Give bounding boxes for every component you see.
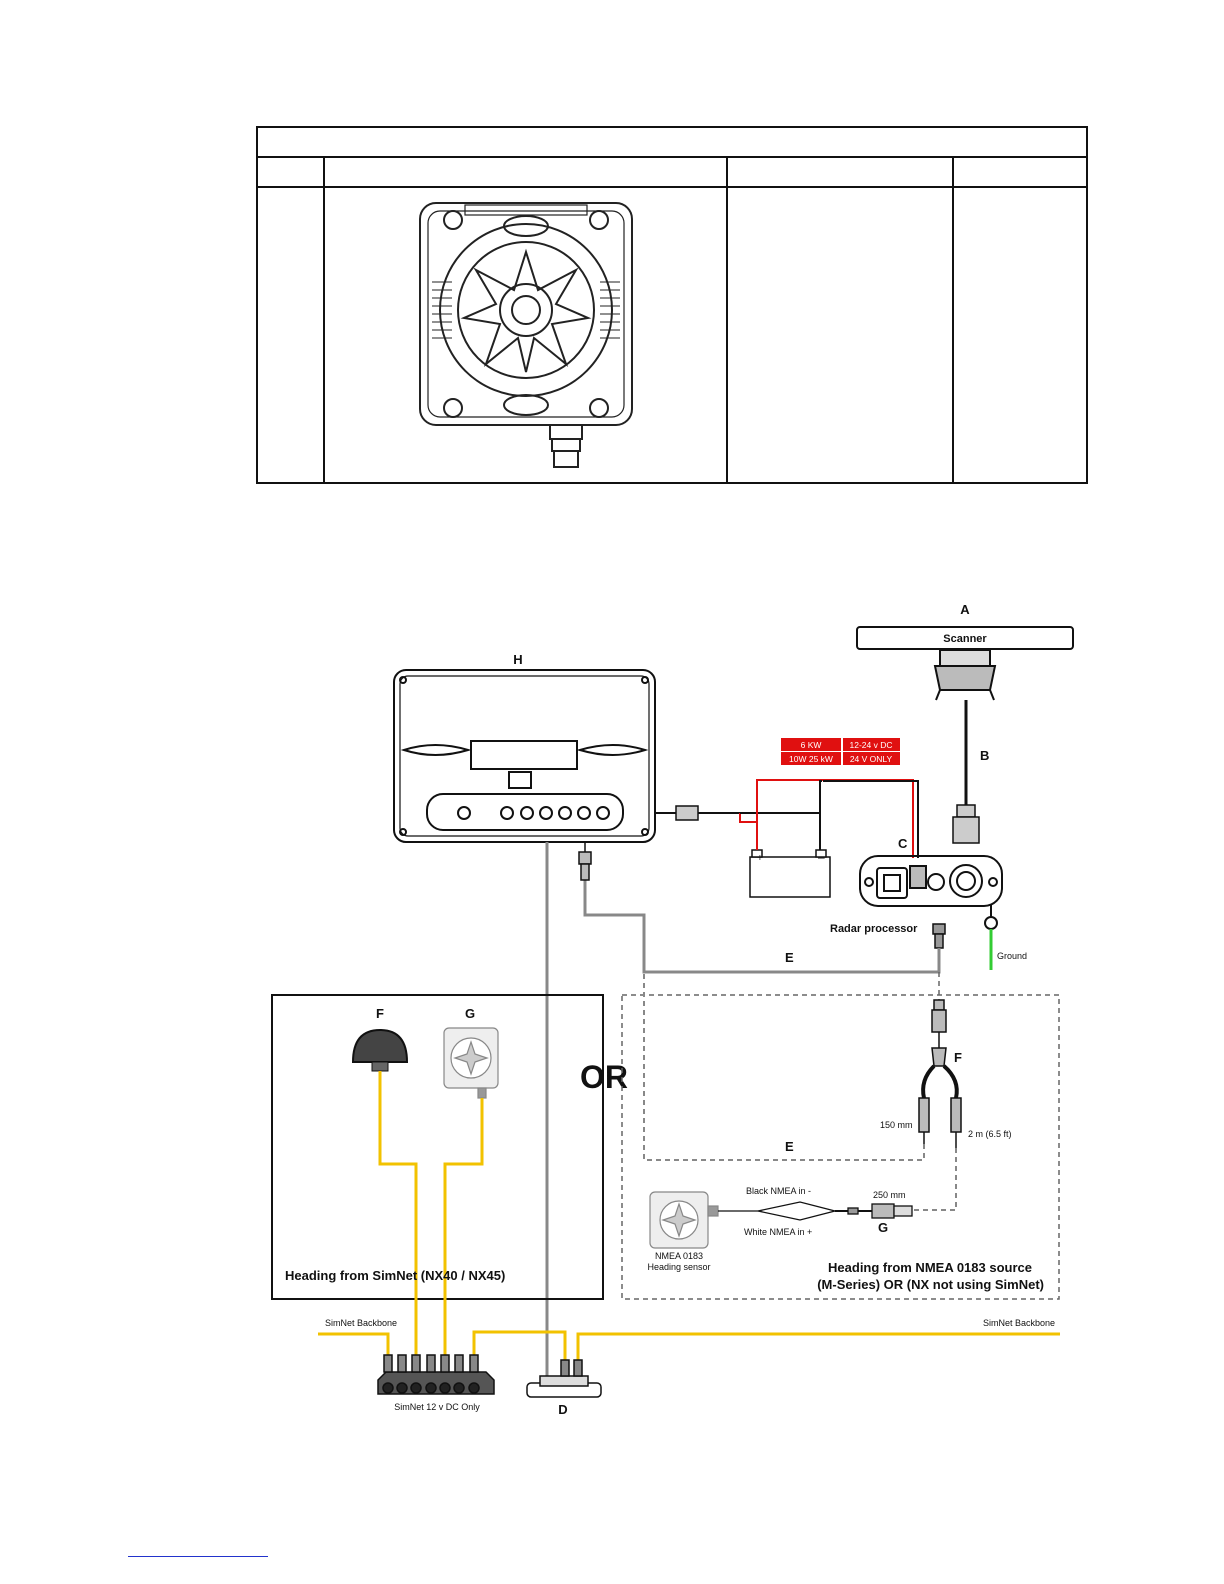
footer-link-underline[interactable] xyxy=(128,1556,268,1557)
power-row1-volt: 12-24 v DC xyxy=(850,740,893,750)
wire-black-label: Black NMEA in - xyxy=(746,1186,811,1196)
or-text: OR xyxy=(580,1059,628,1095)
cable-e-top xyxy=(583,880,941,974)
heading-sensor-picture xyxy=(419,202,633,468)
y-cable-f xyxy=(918,999,962,1148)
gps-simnet-cable xyxy=(378,1071,418,1355)
parts-table xyxy=(256,126,1088,484)
label-g-right: G xyxy=(878,1220,888,1235)
display-unit-h xyxy=(393,669,656,843)
radar-processor xyxy=(859,855,1003,907)
label-b: B xyxy=(980,748,989,763)
display-nmea-connector xyxy=(578,842,592,881)
nmea-heading-caption-1: Heading from NMEA 0183 source xyxy=(828,1260,1032,1275)
backbone-right-label: SimNet Backbone xyxy=(983,1318,1055,1328)
battery: + – xyxy=(749,849,831,898)
display-power-cable xyxy=(655,805,821,850)
black-power-wire xyxy=(823,780,919,858)
label-e-top: E xyxy=(785,950,794,965)
scanner-label: Scanner xyxy=(943,633,987,645)
cable-250mm: 250 mm xyxy=(873,1190,906,1200)
nmea-heading-caption-2: (M-Series) OR (NX not using SimNet) xyxy=(817,1277,1044,1292)
cable-150mm: 150 mm xyxy=(880,1120,913,1130)
svg-text:+: + xyxy=(757,853,763,864)
radar-processor-label: Radar processor xyxy=(830,923,918,935)
label-e-bottom: E xyxy=(785,1139,794,1154)
power-row1-kw: 6 KW xyxy=(801,740,822,750)
label-a: A xyxy=(960,602,970,617)
power-row2-kw: 10W 25 kW xyxy=(789,754,833,764)
cable-2m: 2 m (6.5 ft) xyxy=(968,1129,1012,1139)
label-c: C xyxy=(898,836,908,851)
wire-white-label: White NMEA in + xyxy=(744,1227,812,1237)
backbone-right xyxy=(576,1332,1060,1360)
cable-e-bottom xyxy=(643,972,925,1161)
simnet-hub xyxy=(377,1354,495,1395)
label-h: H xyxy=(513,652,522,667)
ground-lug xyxy=(984,905,998,970)
label-g-left: G xyxy=(465,1006,475,1021)
gps-antenna xyxy=(351,1028,409,1072)
backbone-left xyxy=(318,1332,390,1355)
processor-nmea-connector xyxy=(932,923,946,949)
svg-text:–: – xyxy=(818,850,825,864)
label-d: D xyxy=(558,1402,567,1417)
cable-b-connector xyxy=(952,804,980,844)
sensor-simnet-cable xyxy=(443,1098,484,1355)
nmea-heading-box xyxy=(621,994,1060,1300)
power-row2-volt: 24 V ONLY xyxy=(850,754,893,764)
joiner-d xyxy=(526,1359,602,1398)
simnet-heading-caption: Heading from SimNet (NX40 / NX45) xyxy=(285,1268,505,1283)
heading-sensor-small xyxy=(443,1027,499,1099)
sensor-label-1: NMEA 0183 xyxy=(655,1251,703,1261)
label-f-right: F xyxy=(954,1050,962,1065)
simnet-heading-box xyxy=(271,994,604,1300)
nmea-cable-g xyxy=(718,1201,913,1221)
sensor-label-2: Heading sensor xyxy=(647,1262,710,1272)
label-f-left: F xyxy=(376,1006,384,1021)
ground-label: Ground xyxy=(997,951,1027,961)
red-power-wire xyxy=(756,779,914,858)
hub-to-d-cable xyxy=(472,1330,567,1360)
simnet-hub-label: SimNet 12 v DC Only xyxy=(394,1402,480,1412)
scanner-a xyxy=(856,626,1074,701)
backbone-left-label: SimNet Backbone xyxy=(325,1318,397,1328)
nmea-heading-sensor xyxy=(649,1191,719,1249)
power-table xyxy=(781,738,900,765)
cable-2m-dashed xyxy=(912,1148,957,1211)
